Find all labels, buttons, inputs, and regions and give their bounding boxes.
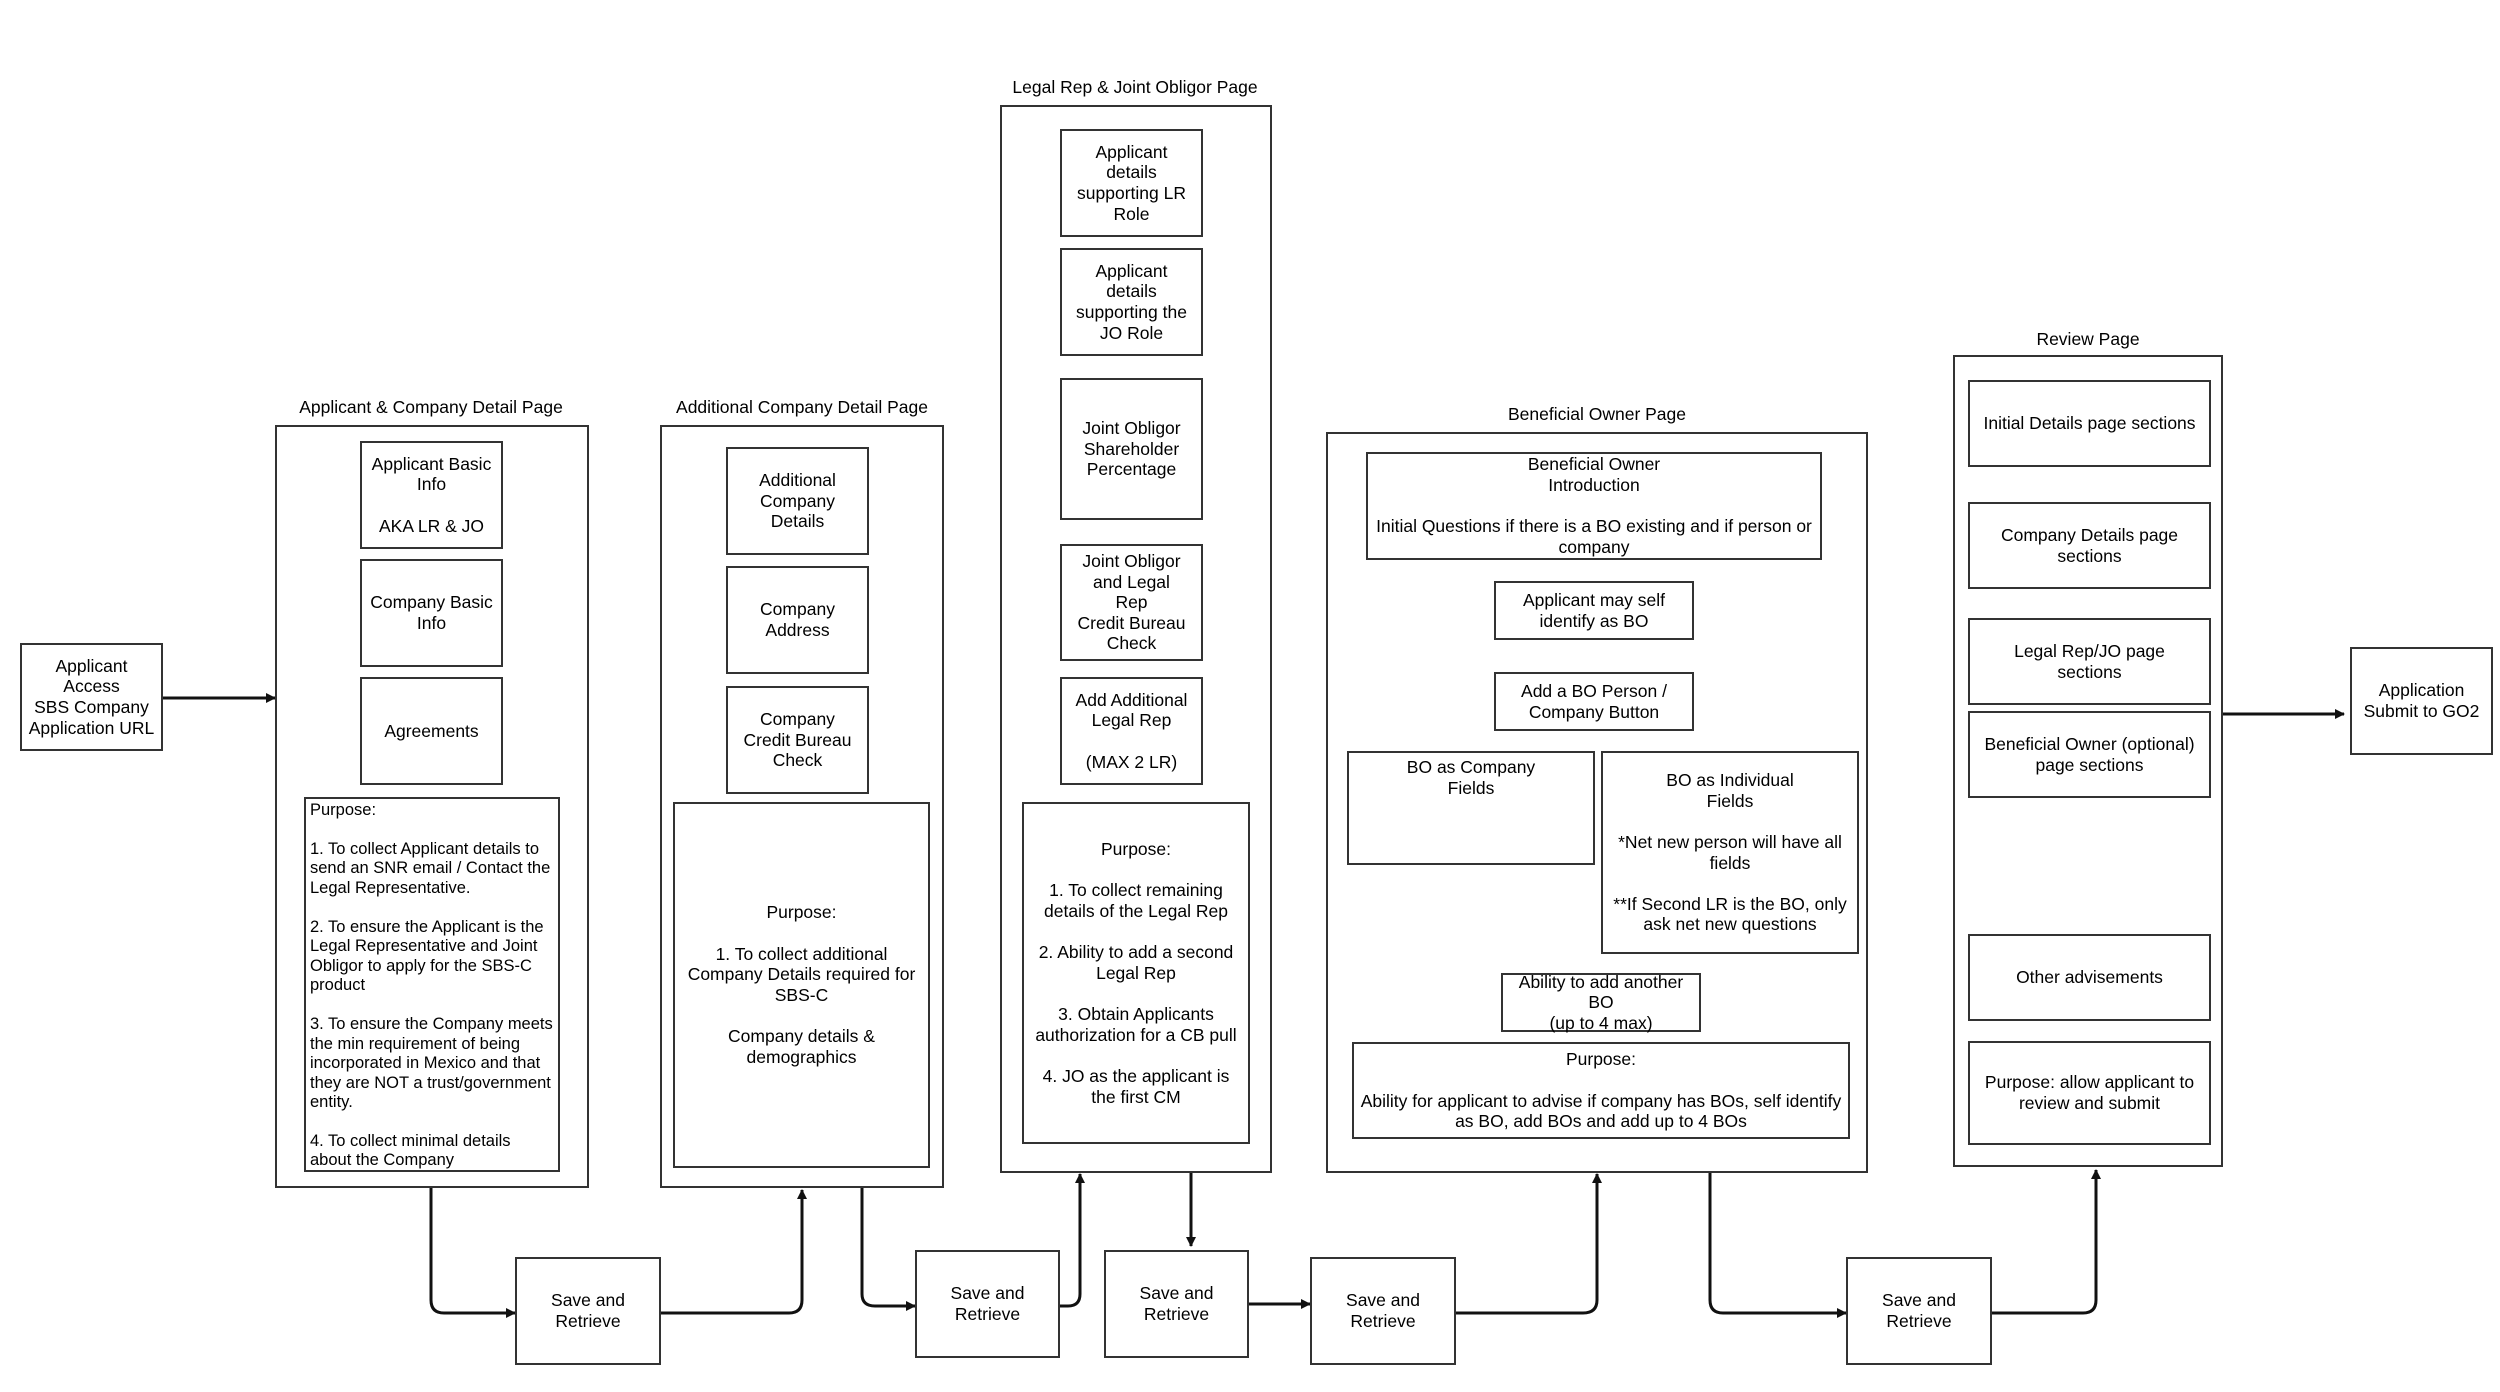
review-purpose-label: Purpose: allow applicant to review and s… xyxy=(1984,1072,2195,1113)
review-other-label: Other advisements xyxy=(2016,967,2163,988)
arrow-additional-page-to-save2 xyxy=(860,1188,916,1311)
company-address-label: Company Address xyxy=(760,599,835,640)
company-credit-bureau-label: Company Credit Bureau Check xyxy=(743,709,852,771)
arrow-save2-to-legal-page xyxy=(1060,1173,1085,1308)
additional-company-purpose-box: Purpose: 1. To collect additional Compan… xyxy=(673,802,930,1168)
save-retrieve-box-1: Save and Retrieve xyxy=(515,1257,661,1365)
save-retrieve-box-4: Save and Retrieve xyxy=(1310,1257,1456,1365)
bo-company-fields-box: BO as Company Fields xyxy=(1347,751,1595,865)
bo-intro-box: Beneficial Owner Introduction Initial Qu… xyxy=(1366,452,1822,560)
legal-rep-purpose-text: Purpose: 1. To collect remaining details… xyxy=(1035,838,1237,1107)
applicant-company-page xyxy=(275,425,589,1188)
applicant-basic-info-label: Applicant Basic Info AKA LR & JO xyxy=(371,453,492,536)
save-retrieve-label-5: Save and Retrieve xyxy=(1882,1290,1956,1331)
review-page-title: Review Page xyxy=(2036,329,2140,349)
save-retrieve-box-3: Save and Retrieve xyxy=(1104,1250,1249,1358)
arrow-bo-page-to-save5 xyxy=(1708,1173,1847,1318)
add-another-bo-label: Ability to add another BO (up to 4 max) xyxy=(1518,971,1684,1033)
applicant-company-purpose-box: Purpose: 1. To collect Applicant details… xyxy=(304,797,560,1172)
additional-company-details-box: Additional Company Details xyxy=(726,447,869,555)
agreements-box: Agreements xyxy=(360,677,503,785)
company-credit-bureau-box: Company Credit Bureau Check xyxy=(726,686,869,794)
additional-company-details-label: Additional Company Details xyxy=(759,470,836,532)
review-bo-label: Beneficial Owner (optional) page section… xyxy=(1984,733,2195,775)
entry-box: Applicant Access SBS Company Application… xyxy=(20,643,163,751)
review-page xyxy=(1953,355,2223,1167)
arrow-save4-to-bo-page xyxy=(1456,1173,1602,1315)
review-other-box: Other advisements xyxy=(1968,934,2211,1021)
agreements-label: Agreements xyxy=(384,720,479,741)
add-bo-button-box: Add a BO Person / Company Button xyxy=(1494,672,1694,731)
save-retrieve-label-4: Save and Retrieve xyxy=(1346,1290,1420,1331)
arrow-applicant-page-to-save1 xyxy=(429,1188,516,1318)
review-bo-box: Beneficial Owner (optional) page section… xyxy=(1968,711,2211,798)
jo-role-label: Applicant details supporting the JO Role xyxy=(1076,260,1187,343)
legal-rep-page xyxy=(1000,105,1272,1173)
bo-intro-label: Beneficial Owner Introduction Initial Qu… xyxy=(1376,454,1812,557)
legal-rep-purpose-box: Purpose: 1. To collect remaining details… xyxy=(1022,802,1250,1144)
bo-company-fields-label: BO as Company Fields xyxy=(1406,757,1536,798)
additional-company-page-title: Additional Company Detail Page xyxy=(676,397,928,417)
jo-lr-credit-bureau-label: Joint Obligor and Legal Rep Credit Burea… xyxy=(1077,550,1186,654)
submit-box: Application Submit to GO2 xyxy=(2350,647,2493,755)
jo-shareholder-label: Joint Obligor Shareholder Percentage xyxy=(1082,418,1181,480)
bo-individual-fields-box: BO as Individual Fields *Net new person … xyxy=(1601,751,1859,954)
jo-shareholder-box: Joint Obligor Shareholder Percentage xyxy=(1060,378,1203,520)
review-legal-box: Legal Rep/JO page sections xyxy=(1968,618,2211,705)
add-legal-rep-box: Add Additional Legal Rep (MAX 2 LR) xyxy=(1060,677,1203,785)
arrow-save5-to-review-page xyxy=(1992,1169,2101,1315)
legal-rep-page-title: Legal Rep & Joint Obligor Page xyxy=(1012,77,1258,97)
save-retrieve-label-3: Save and Retrieve xyxy=(1139,1283,1214,1324)
applicant-company-page-title: Applicant & Company Detail Page xyxy=(299,397,563,417)
submit-label: Application Submit to GO2 xyxy=(2363,680,2480,721)
company-basic-info-box: Company Basic Info xyxy=(360,559,503,667)
jo-lr-credit-bureau-box: Joint Obligor and Legal Rep Credit Burea… xyxy=(1060,544,1203,661)
add-legal-rep-label: Add Additional Legal Rep (MAX 2 LR) xyxy=(1075,689,1188,772)
bo-purpose-box: Purpose: Ability for applicant to advise… xyxy=(1352,1042,1850,1139)
additional-company-purpose-text: Purpose: 1. To collect additional Compan… xyxy=(687,902,916,1067)
bo-purpose-text: Purpose: Ability for applicant to advise… xyxy=(1360,1049,1842,1132)
add-another-bo-box: Ability to add another BO (up to 4 max) xyxy=(1501,971,1701,1033)
review-purpose-box: Purpose: allow applicant to review and s… xyxy=(1968,1041,2211,1145)
review-legal-label: Legal Rep/JO page sections xyxy=(2014,640,2165,682)
review-company-label: Company Details page sections xyxy=(2000,524,2179,566)
bo-individual-fields-label: BO as Individual Fields *Net new person … xyxy=(1613,769,1847,935)
entry-label: Applicant Access SBS Company Application… xyxy=(28,655,155,738)
save-retrieve-box-5: Save and Retrieve xyxy=(1846,1257,1992,1365)
jo-role-box: Applicant details supporting the JO Role xyxy=(1060,248,1203,356)
bo-self-identify-label: Applicant may self identify as BO xyxy=(1522,589,1665,631)
save-retrieve-label-2: Save and Retrieve xyxy=(950,1283,1025,1324)
company-address-box: Company Address xyxy=(726,566,869,674)
save-retrieve-box-2: Save and Retrieve xyxy=(915,1250,1060,1358)
bo-self-identify-box: Applicant may self identify as BO xyxy=(1494,581,1694,640)
save-retrieve-label-1: Save and Retrieve xyxy=(551,1290,625,1331)
lr-role-label: Applicant details supporting LR Role xyxy=(1077,141,1186,224)
review-company-box: Company Details page sections xyxy=(1968,502,2211,589)
applicant-company-purpose-text: Purpose: 1. To collect Applicant details… xyxy=(310,801,553,1170)
bo-page xyxy=(1326,432,1868,1173)
applicant-basic-info-box: Applicant Basic Info AKA LR & JO xyxy=(360,441,503,549)
arrow-save1-to-additional-page xyxy=(661,1189,807,1315)
company-basic-info-label: Company Basic Info xyxy=(370,592,493,633)
add-bo-button-label: Add a BO Person / Company Button xyxy=(1521,680,1667,722)
bo-page-title: Beneficial Owner Page xyxy=(1507,404,1687,424)
review-initial-box: Initial Details page sections xyxy=(1968,380,2211,467)
review-initial-label: Initial Details page sections xyxy=(1983,413,2196,434)
lr-role-box: Applicant details supporting LR Role xyxy=(1060,129,1203,237)
additional-company-page xyxy=(660,425,944,1188)
